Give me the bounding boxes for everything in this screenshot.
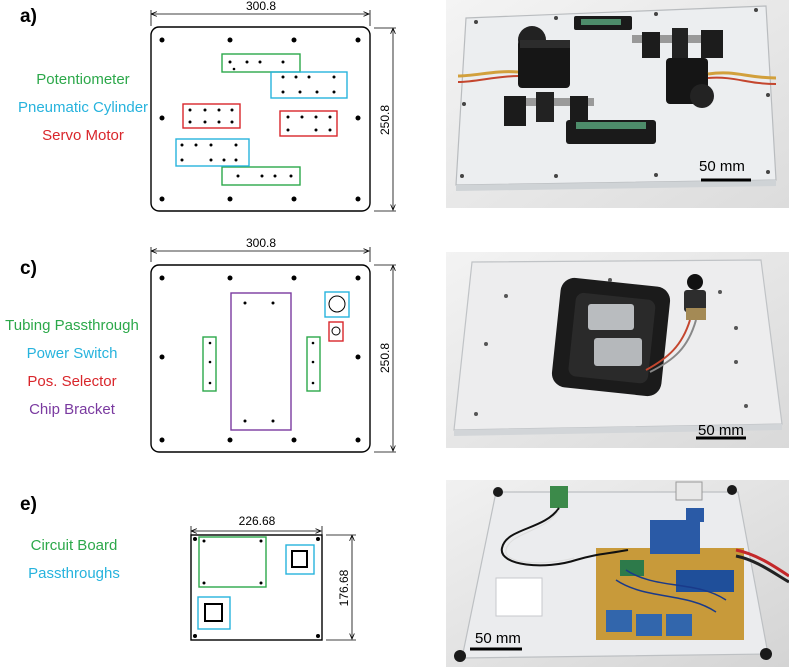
legend-item-pneumatic-cylinder: Pneumatic Cylinder — [17, 99, 149, 116]
chip-bracket — [230, 292, 292, 431]
legend-item-passthroughs: Passthroughs — [28, 565, 120, 582]
width-dimension-e: 226.68 — [239, 514, 276, 528]
legend-e: Circuit Board Passthroughs — [14, 532, 134, 588]
circuit-board-outline — [198, 536, 267, 588]
scale-label-b: 50 mm — [699, 158, 745, 175]
power-switch — [324, 291, 350, 318]
drawing-a: 300.8 250.8 — [150, 0, 396, 212]
pneumatic-cylinder-right — [270, 71, 348, 99]
legend-item-power-switch: Power Switch — [26, 345, 118, 362]
height-dimension-c: 250.8 — [378, 343, 392, 373]
legend-item-pos-selector: Pos. Selector — [27, 373, 117, 390]
component-holes-a — [180, 60, 336, 178]
scale-label-f: 50 mm — [475, 630, 521, 647]
panel-e-label: e) — [20, 494, 37, 515]
height-dimension-a: 250.8 — [378, 105, 392, 135]
photo-d: 50 mm — [446, 252, 789, 448]
servo-motor-left — [182, 103, 241, 129]
circuit-plate-outline — [190, 534, 323, 641]
legend-item-servo-motor: Servo Motor — [42, 127, 124, 144]
tubing-passthrough-left — [202, 336, 217, 392]
legend-item-potentiometer: Potentiometer — [36, 71, 130, 88]
legend-a: Potentiometer Pneumatic Cylinder Servo M… — [0, 66, 166, 150]
photo-f: 50 mm — [446, 480, 789, 667]
potentiometer-bottom — [221, 166, 301, 186]
passthrough-top — [285, 544, 315, 575]
mounting-holes — [159, 37, 361, 202]
panel-a-label: a) — [20, 6, 37, 27]
drawing-c: 300.8 250.8 — [150, 236, 396, 453]
pneumatic-cylinder-left — [175, 138, 250, 167]
tubing-passthrough-right — [306, 336, 321, 392]
legend-c: Tubing Passthrough Power Switch Pos. Sel… — [0, 312, 144, 424]
servo-motor-right — [279, 110, 338, 137]
position-selector — [328, 321, 344, 342]
passthrough-bottom — [197, 596, 231, 630]
potentiometer-top — [221, 53, 301, 73]
legend-item-circuit-board: Circuit Board — [30, 537, 118, 554]
drawing-e: 226.68 176.68 — [190, 514, 356, 641]
baseplate-outline — [150, 264, 371, 453]
legend-item-tubing-passthrough: Tubing Passthrough — [5, 317, 139, 334]
photo-b: 50 mm — [446, 0, 789, 208]
height-dimension-e: 176.68 — [337, 569, 351, 606]
mounting-holes — [159, 275, 361, 443]
panel-c-label: c) — [20, 258, 37, 279]
baseplate-outline — [150, 26, 371, 212]
mounting-holes — [193, 537, 320, 638]
scale-label-d: 50 mm — [698, 422, 744, 439]
width-dimension-a: 300.8 — [246, 0, 276, 13]
legend-item-chip-bracket: Chip Bracket — [29, 401, 115, 418]
width-dimension-c: 300.8 — [246, 236, 276, 250]
